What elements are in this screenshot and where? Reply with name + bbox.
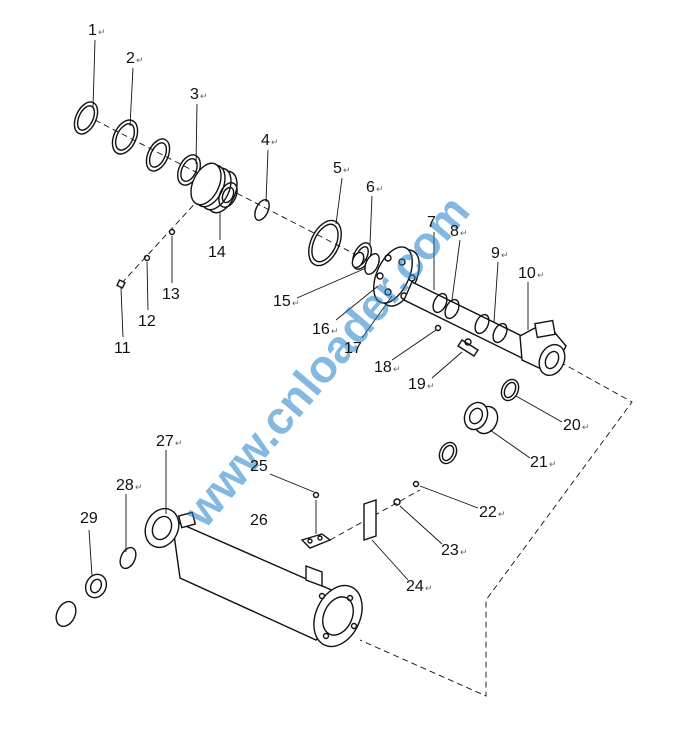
- label-8: 8: [450, 223, 459, 240]
- label-19: 19: [408, 376, 426, 393]
- return-mark: ↵: [582, 422, 590, 432]
- part-14-piston: [190, 162, 238, 214]
- label-27: 27: [156, 433, 174, 450]
- part-19-bolt: [457, 338, 479, 357]
- label-24: 24: [406, 578, 424, 595]
- label-13: 13: [162, 286, 180, 303]
- label-6: 6: [366, 179, 375, 196]
- part-7-piston-rod: [403, 281, 531, 359]
- label-25: 25: [250, 458, 268, 475]
- label-10: 10: [518, 265, 536, 282]
- return-mark: ↵: [136, 55, 144, 65]
- label-15: 15: [273, 293, 291, 310]
- return-mark: ↵: [498, 509, 506, 519]
- part-29-bearing: [84, 573, 108, 599]
- leader-lines: [88, 39, 563, 581]
- label-17: 17: [344, 340, 362, 357]
- return-mark: ↵: [331, 326, 339, 336]
- part-13-pin: [168, 228, 176, 236]
- label-1: 1: [88, 22, 97, 39]
- label-16: 16: [312, 321, 330, 338]
- return-mark: ↵: [460, 228, 468, 238]
- return-mark: ↵: [376, 184, 384, 194]
- ring-below-21: [438, 441, 458, 465]
- label-22: 22: [479, 504, 497, 521]
- label-9: 9: [491, 245, 500, 262]
- label-21: 21: [530, 454, 548, 471]
- label-11: 11: [114, 340, 131, 357]
- label-14: 14: [208, 244, 226, 261]
- return-mark: ↵: [549, 459, 557, 469]
- part-10-rod-eye: [519, 319, 567, 377]
- label-4: 4: [261, 132, 270, 149]
- part-25-bolt: [312, 491, 320, 499]
- return-mark: ↵: [427, 381, 435, 391]
- part-23-fitting: [393, 498, 401, 506]
- label-18: 18: [374, 359, 392, 376]
- watermark-text: www.cnloader.com: [172, 185, 479, 537]
- return-mark: ↵: [271, 137, 279, 147]
- part-22-fitting: [412, 480, 420, 488]
- label-7: 7: [427, 214, 436, 231]
- return-mark: ↵: [292, 298, 300, 308]
- label-29: 29: [80, 510, 98, 527]
- label-20: 20: [563, 417, 581, 434]
- part-11-pin: [116, 279, 126, 289]
- return-mark: ↵: [460, 547, 468, 557]
- part-27-cylinder-barrel: [144, 507, 363, 648]
- ring-between-2-3: [145, 138, 171, 172]
- part-labels: 1 ↵ 2 ↵ 3 ↵ 4 ↵ 5 ↵ 6 ↵ 7 8 ↵ 9 ↵ 10 ↵ 1…: [80, 22, 590, 595]
- part-2-ring: [111, 119, 139, 155]
- label-12: 12: [138, 313, 156, 330]
- label-2: 2: [126, 50, 135, 67]
- assembly-centerlines: [94, 119, 633, 697]
- part-28-snap-ring: [119, 546, 137, 570]
- part-29-ring: [55, 600, 77, 628]
- return-mark: ↵: [175, 438, 183, 448]
- label-26: 26: [250, 512, 268, 529]
- part-18-fitting: [434, 324, 442, 332]
- return-mark: ↵: [537, 270, 545, 280]
- part-1-ring: [73, 101, 99, 135]
- part-20-ring: [500, 378, 520, 402]
- part-26-bracket: [300, 533, 332, 549]
- return-mark: ↵: [343, 165, 351, 175]
- part-12-pin: [143, 254, 151, 262]
- label-3: 3: [190, 86, 199, 103]
- label-28: 28: [116, 477, 134, 494]
- part-5-large-ring: [308, 219, 342, 267]
- return-mark: ↵: [200, 91, 208, 101]
- label-23: 23: [441, 542, 459, 559]
- return-mark: ↵: [393, 364, 401, 374]
- return-mark: ↵: [135, 482, 143, 492]
- return-mark: ↵: [501, 250, 509, 260]
- return-mark: ↵: [425, 583, 433, 593]
- part-4-snap-ring: [254, 199, 270, 221]
- label-5: 5: [333, 160, 342, 177]
- part-21-bushing: [463, 401, 499, 435]
- part-24-plate: [363, 499, 377, 541]
- return-mark: ↵: [98, 27, 106, 37]
